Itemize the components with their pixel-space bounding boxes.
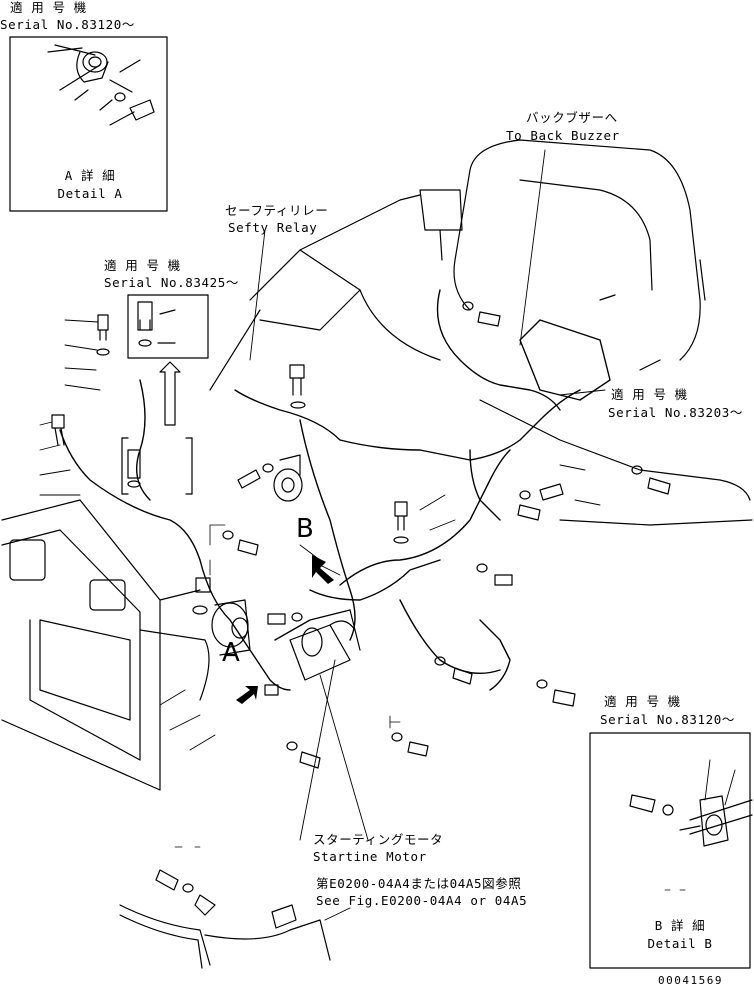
detail-b-inset — [589, 732, 753, 969]
view-arrows — [236, 555, 334, 704]
serial-83425-en: Serial No.83425～ — [104, 275, 239, 290]
serial-83425-inset — [121, 294, 209, 495]
serial-83120-top-en: Serial No.83120～ — [0, 17, 135, 32]
serial-83425-jp: 適 用 号 機 — [104, 258, 181, 273]
safety-relay-jp: セーフティリレー — [225, 203, 329, 218]
callout-brackets — [174, 524, 686, 891]
serial-83203-jp: 適 用 号 機 — [611, 387, 688, 402]
detail-b-en: Detail B — [647, 936, 713, 951]
serial-83120-top-jp: 適 用 号 機 — [10, 0, 87, 15]
serial-83203-en: Serial No.83203～ — [608, 405, 743, 420]
detail-a-inset — [9, 36, 168, 212]
starting-motor-jp: スターティングモータ — [313, 832, 444, 847]
bolts-and-washers — [51, 301, 671, 769]
view-label-b: B — [296, 514, 314, 544]
back-buzzer-en: To Back Buzzer — [506, 128, 620, 143]
detail-a-en: Detail A — [57, 186, 123, 201]
wiring-harness — [59, 289, 611, 691]
drawing-number: 00041569 — [658, 974, 723, 987]
leader-lines — [39, 149, 736, 921]
view-arrow-a — [236, 686, 258, 704]
detail-b-jp: B 詳 細 — [654, 918, 706, 933]
back-buzzer-jp: バックブザーへ — [526, 110, 618, 125]
detail-a-jp: A 詳 細 — [64, 168, 116, 183]
alternator — [211, 599, 251, 656]
see-fig-jp: 第E0200-04A4または04A5図参照 — [316, 876, 522, 891]
engine-housing — [1, 499, 210, 791]
starting-motor — [289, 609, 361, 681]
see-fig-en: See Fig.E0200-04A4 or 04A5 — [316, 893, 528, 908]
cable-clamp-detail — [119, 869, 331, 969]
serial-83120-right-jp: 適 用 号 機 — [604, 694, 681, 709]
starting-motor-en: Startine Motor — [313, 849, 427, 864]
safety-relay-en: Sefty Relay — [228, 220, 318, 235]
serial-83120-right-en: Serial No.83120～ — [600, 712, 735, 727]
horn — [273, 454, 303, 502]
view-label-a: A — [222, 638, 240, 668]
view-arrow-b — [312, 555, 334, 584]
operator-seat-outline — [209, 139, 753, 526]
